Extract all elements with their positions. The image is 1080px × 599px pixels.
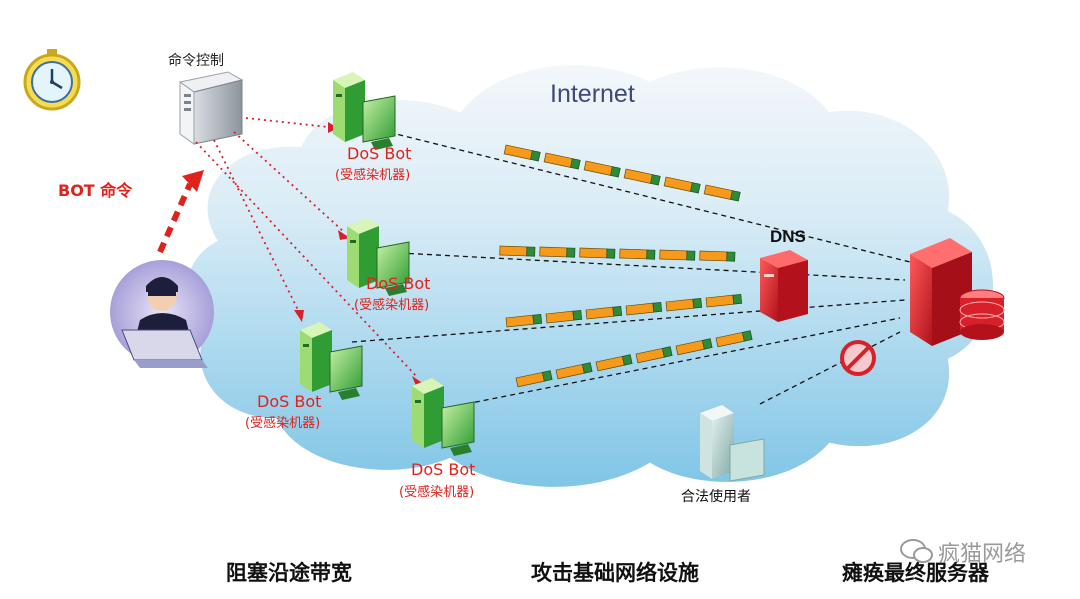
packet — [539, 246, 576, 258]
bot-title: DoS Bot — [366, 274, 431, 293]
bots-layer — [300, 72, 475, 456]
bot-computer-icon — [412, 378, 475, 456]
packet — [499, 245, 536, 257]
wechat-icon — [900, 539, 933, 563]
server-tower-icon — [178, 71, 244, 145]
packet — [703, 184, 741, 202]
packet-stream — [499, 144, 753, 388]
packet — [505, 313, 543, 328]
database-server-icon — [910, 238, 1005, 346]
packet — [503, 144, 541, 162]
bot-command-label: BOT 命令 — [58, 181, 133, 200]
dns-server-icon — [760, 250, 808, 322]
packet — [623, 168, 661, 186]
packet — [659, 249, 696, 261]
packet — [635, 346, 673, 364]
no-entry-icon — [840, 340, 876, 376]
packet — [675, 338, 713, 356]
bot-title: DoS Bot — [257, 392, 322, 411]
packet — [705, 293, 743, 308]
packet — [625, 301, 663, 316]
bot-computer-icon — [300, 322, 363, 400]
bot-subtitle: (受感染机器) — [245, 416, 321, 431]
packet — [715, 330, 753, 348]
packet — [515, 370, 553, 388]
dns-label: DNS — [770, 227, 806, 246]
bot-title: DoS Bot — [347, 144, 412, 163]
clock-icon — [23, 49, 81, 111]
packet — [545, 309, 583, 324]
legit-user-label: 合法使用者 — [681, 489, 751, 505]
hacker-icon — [110, 260, 214, 368]
internet-label: Internet — [550, 80, 635, 108]
packet — [583, 160, 621, 178]
command-control-label: 命令控制 — [168, 53, 224, 69]
packet — [579, 247, 616, 259]
bot-command-arrow — [157, 170, 204, 254]
command-lines — [195, 117, 419, 379]
legit-user-computer-icon — [700, 405, 765, 482]
caption-bandwidth: 阻塞沿途带宽 — [226, 561, 352, 585]
bot-computer-icon — [347, 218, 410, 296]
caption-server: 瘫痪最终服务器 — [842, 561, 989, 585]
bot-computer-icon — [333, 72, 396, 150]
packet — [663, 176, 701, 194]
packet — [595, 354, 633, 372]
packet — [665, 297, 703, 312]
caption-infrastructure: 攻击基础网络设施 — [531, 561, 699, 585]
bot-subtitle: (受感染机器) — [354, 298, 430, 313]
bot-subtitle: (受感染机器) — [335, 168, 411, 183]
internet-cloud — [184, 61, 997, 491]
packet — [585, 305, 623, 320]
packet — [619, 248, 656, 260]
watermark: 疯猫网络 — [938, 542, 1027, 567]
bot-title: DoS Bot — [411, 460, 476, 479]
bot-subtitle: (受感染机器) — [399, 485, 475, 500]
packet — [699, 250, 736, 262]
packet — [543, 152, 581, 170]
packet — [555, 362, 593, 380]
attack-lines — [351, 127, 911, 405]
